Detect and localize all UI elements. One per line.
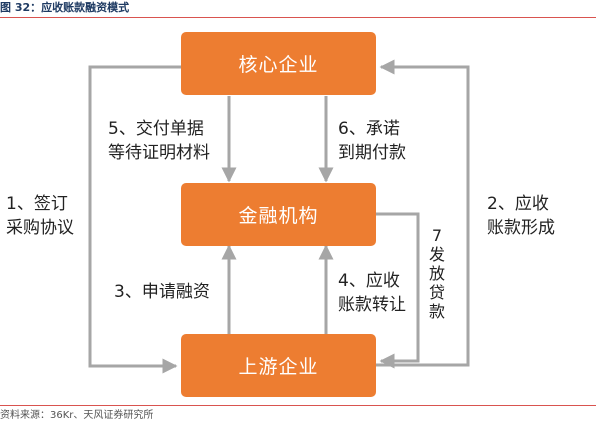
label-deliver-documents-2: 等待证明材料 xyxy=(108,143,210,163)
label-receivable-transfer-1: 4、应收 xyxy=(338,271,400,291)
bottom-rule xyxy=(0,405,596,406)
label-promise-payment-1: 6、承诺 xyxy=(338,119,400,139)
label-promise-payment-2: 到期付款 xyxy=(338,143,406,163)
label-deliver-documents-1: 5、交付单据 xyxy=(108,119,204,139)
top-rule xyxy=(0,17,596,18)
label-apply-financing: 3、申请融资 xyxy=(114,282,210,302)
label-receivable-formed-2: 账款形成 xyxy=(487,218,555,238)
label-sign-contract-2: 采购协议 xyxy=(6,218,74,238)
node-upstream-label: 上游企业 xyxy=(238,356,319,378)
arrow-issue-loan xyxy=(376,212,420,369)
arrow-sign-contract xyxy=(88,65,181,374)
figure-source: 资料来源：36Kr、天风证券研究所 xyxy=(0,410,154,421)
node-core-label: 核心企业 xyxy=(238,54,319,76)
node-core-enterprise: 核心企业 xyxy=(181,32,376,95)
figure-title: 图 32：应收账款融资模式 xyxy=(0,1,130,14)
label-issue-loan: 7发放贷款 xyxy=(428,226,445,321)
node-upstream-enterprise: 上游企业 xyxy=(181,334,376,397)
node-financial-institution: 金融机构 xyxy=(181,183,376,246)
node-finance-label: 金融机构 xyxy=(238,205,319,227)
label-receivable-transfer-2: 账款转让 xyxy=(338,295,406,315)
label-receivable-formed-1: 2、应收 xyxy=(487,194,549,214)
arrow-receivable-formed xyxy=(376,59,470,367)
label-sign-contract-1: 1、签订 xyxy=(6,194,68,214)
